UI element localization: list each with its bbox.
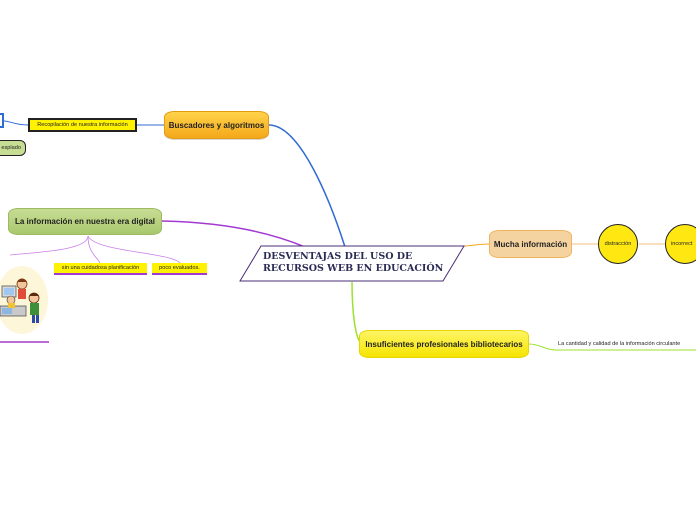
connector-era-poco <box>88 236 180 263</box>
subtopic-offscreen-box[interactable] <box>0 113 4 128</box>
subtopic-poco-evaluados[interactable]: poco evaluados. <box>152 263 207 275</box>
central-topic-line-1: DESVENTAJAS DEL USO DE <box>263 251 453 263</box>
subtopic-sin-planificacion[interactable]: sin una cuidadosa planificación <box>54 263 147 275</box>
kids-computer-clipart <box>0 262 48 334</box>
topic-buscadores[interactable]: Buscadores y algoritmos <box>164 111 269 139</box>
connector-era-sin <box>88 236 100 263</box>
connector-buscadores <box>269 125 345 247</box>
topic-mucha-informacion[interactable]: Mucha información <box>489 230 572 258</box>
topic-era-digital[interactable]: La información en nuestra era digital <box>8 208 162 235</box>
subtopic-desplado[interactable]: esplado <box>0 140 26 156</box>
topic-insuficientes[interactable]: Insuficientes profesionales bibliotecari… <box>359 330 529 358</box>
subtopic-distraccion[interactable]: distracción <box>598 224 638 264</box>
connector-era-sub <box>10 236 88 255</box>
connector-era-digital <box>162 221 305 247</box>
central-topic-line-2: RECURSOS WEB EN EDUCACIÓN <box>263 263 453 275</box>
central-topic[interactable]: DESVENTAJAS DEL USO DE RECURSOS WEB EN E… <box>239 245 465 282</box>
subtopic-recopilacion[interactable]: Recopilación de nuestra información <box>28 118 137 132</box>
connector-bluebox <box>4 121 28 125</box>
subtopic-calidad[interactable]: La cantidad y calidad de la información … <box>558 341 680 347</box>
central-topic-title: DESVENTAJAS DEL USO DE RECURSOS WEB EN E… <box>263 251 453 275</box>
